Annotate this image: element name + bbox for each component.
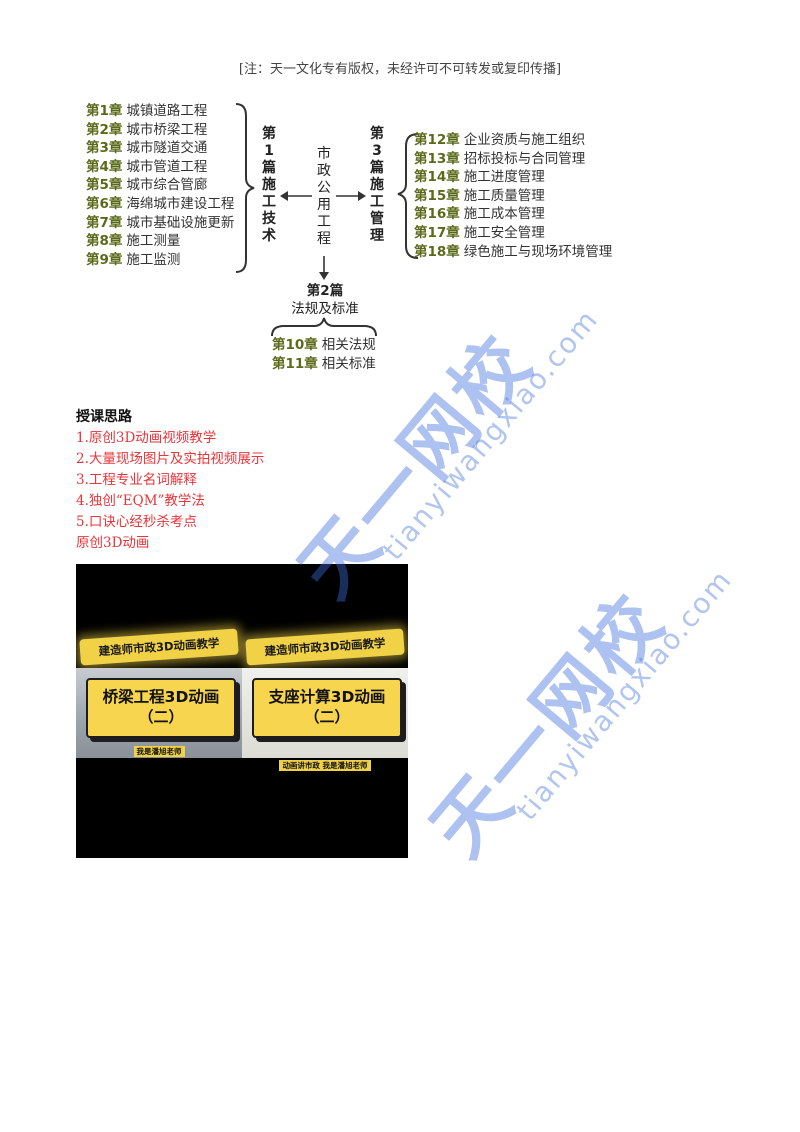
chapter-number: 第12章: [414, 132, 460, 148]
video-title-part: （二）: [304, 708, 350, 726]
chapter-number: 第5章: [86, 177, 123, 194]
chapter-title: 城市基础设施更新: [126, 214, 235, 231]
chapter-title: 城市管道工程: [126, 158, 208, 175]
center-label: 市政公用工程: [317, 146, 331, 247]
part2-title: 第2篇: [306, 283, 344, 299]
teaching-point: 3.工程专业名词解释: [76, 472, 197, 488]
chapter-number: 第11章: [272, 355, 318, 372]
chapter-item: 第18章绿色施工与现场环境管理: [414, 243, 612, 262]
part1-chapter-list: 第1章城镇道路工程第2章城市桥梁工程第3章城市隧道交通第4章城市管道工程第5章城…: [86, 102, 234, 269]
chapter-item: 第6章海绵城市建设工程: [86, 195, 234, 214]
chapter-title: 海绵城市建设工程: [126, 195, 235, 212]
right-brace: [397, 133, 419, 259]
teaching-point: 5.口诀心经秒杀考点: [76, 514, 197, 530]
bottom-brace: [271, 317, 377, 337]
chapter-title: 相关法规: [321, 337, 376, 353]
chapter-number: 第8章: [86, 233, 123, 250]
chapter-title: 城市隧道交通: [126, 140, 208, 157]
part3-chapter-list: 第12章企业资质与施工组织第13章招标投标与合同管理第14章施工进度管理第15章…: [414, 131, 612, 261]
chapter-item: 第15章施工质量管理: [414, 187, 612, 206]
arrow-right-icon: [358, 191, 366, 201]
chapter-number: 第15章: [414, 187, 460, 204]
chapter-title: 施工质量管理: [463, 187, 545, 204]
chapter-item: 第2章城市桥梁工程: [86, 121, 234, 140]
chapter-item: 第16章施工成本管理: [414, 205, 612, 224]
chapter-item: 第8章施工测量: [86, 232, 234, 251]
chapter-item: 第11章相关标准: [272, 355, 376, 374]
left-brace: [235, 103, 255, 273]
chapter-number: 第3章: [86, 140, 123, 157]
chapter-number: 第9章: [86, 251, 123, 268]
chapter-number: 第7章: [86, 214, 123, 231]
part2-chapter-list: 第10章相关法规第11章相关标准: [272, 336, 376, 373]
chapter-item: 第1章城镇道路工程: [86, 102, 234, 121]
chapter-item: 第10章相关法规: [272, 336, 376, 355]
video-title: 支座计算3D动画: [268, 688, 386, 706]
chapter-number: 第18章: [414, 243, 460, 260]
chapter-title: 招标投标与合同管理: [463, 150, 586, 167]
arrow-left-icon: [280, 191, 288, 201]
teaching-point: 4.独创“EQM”教学法: [76, 493, 205, 509]
chapter-number: 第6章: [86, 195, 123, 212]
video-tagline: 我是潘旭老师: [76, 746, 242, 757]
chapter-title: 施工监测: [126, 251, 181, 268]
copyright-note: [注：天一文化专有版权，未经许可不可转发或复印传播]: [238, 62, 562, 77]
chapter-number: 第1章: [86, 103, 123, 119]
chapter-title: 企业资质与施工组织: [463, 132, 586, 148]
chapter-item: 第7章城市基础设施更新: [86, 214, 234, 233]
chapter-title: 城市桥梁工程: [126, 121, 208, 138]
video-tagline: 动画讲市政 我是潘旭老师: [242, 760, 408, 771]
chapter-title: 施工测量: [126, 233, 181, 250]
chapter-item: 第14章施工进度管理: [414, 168, 612, 187]
chapter-number: 第14章: [414, 169, 460, 186]
chapter-item: 第17章施工安全管理: [414, 224, 612, 243]
chapter-item: 第13章招标投标与合同管理: [414, 150, 612, 169]
video-panel-right: 建造师市政3D动画教学 支座计算3D动画 （二） 动画讲市政 我是潘旭老师: [242, 564, 408, 858]
chapter-item: 第5章城市综合管廊: [86, 176, 234, 195]
video-banner: 建造师市政3D动画教学: [79, 628, 239, 666]
chapter-title: 绿色施工与现场环境管理: [463, 243, 613, 260]
teaching-point: 2.大量现场图片及实拍视频展示: [76, 451, 265, 467]
teaching-point: 原创3D动画: [76, 535, 150, 551]
chapter-number: 第2章: [86, 121, 123, 138]
video-title-part: （二）: [138, 708, 184, 726]
video-title-card: 支座计算3D动画 （二）: [252, 678, 402, 738]
chapter-title: 城市综合管廊: [126, 177, 208, 194]
chapter-number: 第13章: [414, 150, 460, 167]
chapter-number: 第17章: [414, 224, 460, 241]
part2-label: 第2篇 法规及标准: [280, 282, 370, 318]
diagram-connectors: [235, 103, 419, 337]
chapter-title: 施工成本管理: [463, 206, 545, 223]
arrow-down-icon: [319, 272, 329, 280]
video-thumbnail[interactable]: 建造师市政3D动画教学 桥梁工程3D动画 （二） 我是潘旭老师 建造师市政3D动…: [76, 564, 408, 858]
section-heading: 授课思路: [76, 409, 132, 425]
chapter-title: 施工安全管理: [463, 224, 545, 241]
chapter-item: 第4章城市管道工程: [86, 158, 234, 177]
chapter-number: 第16章: [414, 206, 460, 223]
chapter-item: 第9章施工监测: [86, 251, 234, 270]
chapter-item: 第3章城市隧道交通: [86, 139, 234, 158]
video-banner: 建造师市政3D动画教学: [245, 628, 405, 666]
video-panel-left: 建造师市政3D动画教学 桥梁工程3D动画 （二） 我是潘旭老师: [76, 564, 242, 858]
chapter-title: 城镇道路工程: [126, 103, 208, 119]
course-structure-diagram: 第1章城镇道路工程第2章城市桥梁工程第3章城市隧道交通第4章城市管道工程第5章城…: [0, 0, 800, 400]
teaching-point: 1.原创3D动画视频教学: [76, 430, 217, 446]
chapter-title: 相关标准: [321, 355, 376, 372]
chapter-item: 第12章企业资质与施工组织: [414, 131, 612, 150]
video-title: 桥梁工程3D动画: [102, 688, 220, 706]
chapter-number: 第4章: [86, 158, 123, 175]
chapter-title: 施工进度管理: [463, 169, 545, 186]
chapter-number: 第10章: [272, 337, 318, 353]
part2-subtitle: 法规及标准: [291, 301, 359, 317]
teaching-points: 1.原创3D动画视频教学 2.大量现场图片及实拍视频展示 3.工程专业名词解释 4.独…: [76, 428, 264, 554]
video-title-card: 桥梁工程3D动画 （二）: [86, 678, 236, 738]
